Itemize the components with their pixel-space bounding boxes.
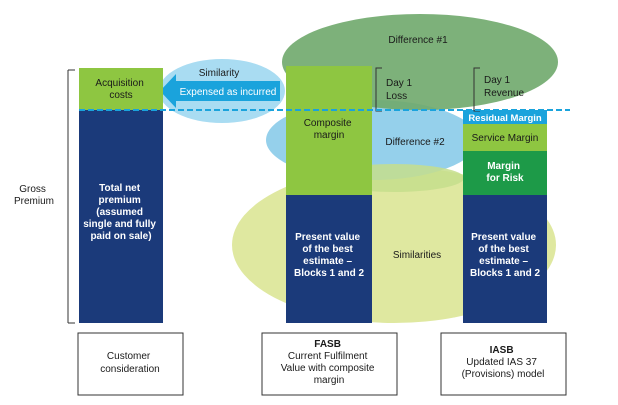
expensed-as-incurred-label: Expensed as incurred [180, 87, 277, 98]
iasb-caption-box [440, 332, 567, 396]
acquisition-costs-label: Acquisition costs [95, 78, 146, 101]
difference-2-label: Difference #2 [385, 137, 445, 148]
similarity-label: Similarity [199, 68, 240, 79]
composite-margin-box [286, 112, 372, 195]
fasb-present-value-label: Present value of the best estimate – Blo… [294, 232, 364, 279]
fasb-day1-loss-box [286, 66, 372, 112]
acquisition-costs-box [79, 68, 163, 110]
fasb-present-value-box [286, 195, 372, 323]
service-margin-label: Service Margin [472, 133, 539, 144]
gross-premium-label: Gross Premium [14, 184, 54, 207]
expensed-arrow [160, 74, 280, 108]
margin-for-risk-box [463, 151, 547, 195]
total-net-premium-box [79, 110, 163, 323]
difference-1-label: Difference #1 [388, 35, 448, 46]
iasb-caption: IASB Updated IAS 37 (Provisions) model [462, 345, 545, 380]
service-margin-box [463, 124, 547, 151]
fasb-caption-box [261, 332, 398, 396]
residual-margin-label: Residual Margin [468, 113, 542, 124]
day1-revenue-label: Day 1 Revenue [484, 75, 524, 99]
day1-loss-label: Day 1 Loss [386, 78, 415, 102]
iasb-present-value-box [463, 195, 547, 323]
customer-caption: Customer consideration [100, 351, 159, 375]
margin-for-risk-label: Margin for Risk [486, 161, 524, 184]
total-net-premium-label: Total net premium (assumed single and fu… [83, 183, 159, 242]
iasb-present-value-label: Present value of the best estimate – Blo… [470, 232, 540, 279]
similarities-label: Similarities [393, 250, 441, 261]
residual-margin-box [463, 110, 547, 124]
fasb-caption: FASB Current Fulfilment Value with compo… [281, 339, 378, 386]
composite-margin-label: Composite margin [304, 118, 355, 141]
customer-caption-box [77, 332, 184, 396]
